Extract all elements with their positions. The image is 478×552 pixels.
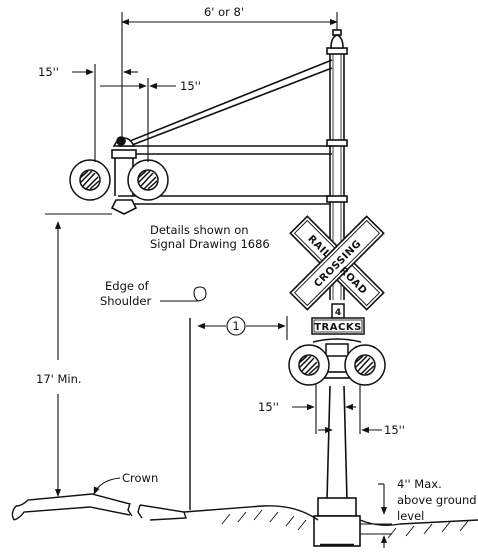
details-note-line1: Details shown on [150,223,249,237]
track-count-sign [311,303,365,335]
tracks-label: TRACKS [314,322,362,333]
mast-flasher-right [344,344,386,386]
edge-of-shoulder-line1: Edge of [105,279,150,293]
details-note-line2: Signal Drawing 1686 [150,237,270,251]
clearance-dimension [45,213,112,497]
crown-label: Crown [122,471,158,485]
foundation-note-line2: above ground [397,493,477,507]
track-count-number: 4 [335,308,341,318]
edge-of-shoulder-leader [160,286,207,302]
foundation-height-dimension [360,483,392,548]
mast-flasher-bracket [312,338,362,379]
lateral-offset-dimension [197,316,288,340]
crown-leader [93,477,121,495]
ground-hatching [221,509,469,539]
overhead-flasher-right [127,159,169,201]
offset-label-bottom-left: 15'' [258,400,279,414]
top-head-offset-dimension [72,64,176,162]
offset-label-bottom-right: 15'' [384,423,405,437]
offset-label-top-left: 15'' [38,65,59,79]
foundation-note-line3: level [397,509,424,523]
bottom-head-offset-dimension [292,384,382,434]
roadway-section [11,318,478,527]
arm-length-label: 6' or 8' [204,5,244,19]
arm-length-dimension [121,12,338,142]
clearance-label: 17' Min. [36,372,82,386]
crossbuck-sign: RAIL ROAD CROSSING [289,215,385,311]
signal-mast [313,29,361,547]
offset-label-top-right: 15'' [180,79,201,93]
cantilever-arm [110,59,333,215]
mast-flasher-left [288,344,330,386]
foundation-height-label: 4'' Max. [397,477,442,491]
callout-number: 1 [232,319,239,333]
overhead-flasher-left [69,159,111,201]
edge-of-shoulder-line2: Shoulder [100,294,151,308]
